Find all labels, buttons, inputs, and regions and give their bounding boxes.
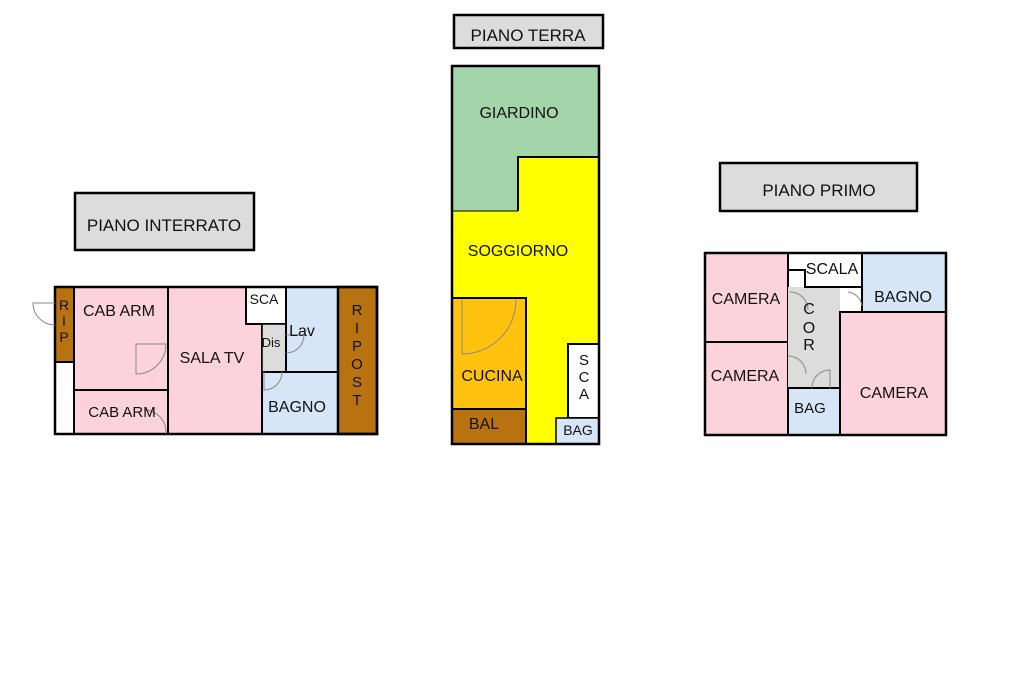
door-dis <box>285 334 305 354</box>
wall-cucina <box>452 297 527 444</box>
svg-text:R: R <box>352 302 363 319</box>
svg-text:C: C <box>803 301 815 318</box>
label-sca-basement: SCA <box>250 291 279 307</box>
label-ripost: R I P O S T <box>351 302 363 409</box>
label-bagno-first: BAGNO <box>874 289 932 306</box>
room-bal <box>452 409 526 444</box>
door-cucina <box>461 299 517 355</box>
label-bag-ground: BAG <box>563 422 593 438</box>
svg-text:S: S <box>579 352 589 369</box>
door-cab-arm-1 <box>135 343 167 375</box>
svg-text:O: O <box>803 320 815 337</box>
label-bag-first: BAG <box>794 400 826 417</box>
basement-outline <box>53 285 379 436</box>
label-bagno-basement: BAGNO <box>268 399 326 416</box>
wall-giardino <box>517 156 599 211</box>
room-soggiorno <box>452 157 599 444</box>
svg-text:O: O <box>351 356 363 373</box>
door-camera-1 <box>789 291 809 311</box>
svg-text:C: C <box>579 369 590 386</box>
door-bagno-first <box>847 291 863 307</box>
label-scala: SCALA <box>806 261 859 278</box>
door-camera-2 <box>787 355 807 375</box>
ground-outline <box>450 64 601 446</box>
label-camera-1: CAMERA <box>712 291 781 308</box>
door-cab-arm-2 <box>143 409 167 433</box>
room-camera-2 <box>704 341 789 436</box>
room-bagno-first <box>861 252 947 313</box>
title-basement: PIANO INTERRATO <box>87 216 241 235</box>
label-dis: Dis <box>262 335 281 350</box>
title-basement-box: PIANO INTERRATO <box>73 191 256 252</box>
title-first-box: PIANO PRIMO <box>718 161 919 213</box>
svg-text:P: P <box>352 338 362 355</box>
title-first: PIANO PRIMO <box>762 181 875 200</box>
room-bagno-basement <box>261 371 339 435</box>
svg-text:R: R <box>803 337 815 354</box>
label-sca-ground: S C A <box>579 352 590 403</box>
title-ground: PIANO TERRA <box>471 26 587 45</box>
label-camera-2: CAMERA <box>711 368 780 385</box>
room-giardino <box>452 66 599 211</box>
svg-text:I: I <box>355 320 359 337</box>
label-lav: Lav <box>289 323 315 340</box>
room-camera-3 <box>839 311 947 436</box>
label-cucina: CUCINA <box>461 368 523 385</box>
title-ground-box: PIANO TERRA <box>452 13 605 50</box>
svg-text:A: A <box>579 386 589 403</box>
room-cor <box>788 287 840 388</box>
svg-text:P: P <box>59 329 68 345</box>
svg-text:R: R <box>59 297 69 313</box>
first-outline <box>703 251 948 437</box>
room-lav <box>285 286 339 373</box>
label-cor: C O R <box>803 301 815 354</box>
label-sala-tv: SALA TV <box>180 350 245 367</box>
svg-text:T: T <box>352 392 361 409</box>
ground-plan: GIARDINO SOGGIORNO CUCINA BAL S C A BAG <box>450 64 601 446</box>
label-giardino: GIARDINO <box>479 105 558 122</box>
door-bagno-basement <box>263 371 283 391</box>
first-plan: SCALA BAGNO C O R CAMERA CAMERA CAMERA B… <box>703 251 948 437</box>
svg-text:I: I <box>62 313 66 329</box>
door-bag-first <box>811 369 831 389</box>
label-camera-3: CAMERA <box>860 385 929 402</box>
svg-text:S: S <box>352 374 362 391</box>
room-dis <box>261 323 287 373</box>
label-rip: R I P <box>59 297 69 345</box>
basement-plan: R I P CAB ARM CAB ARM SALA TV SCA Dis La… <box>32 285 379 436</box>
label-soggiorno: SOGGIORNO <box>468 243 568 260</box>
label-cab-arm-2: CAB ARM <box>88 404 156 421</box>
label-cab-arm-1: CAB ARM <box>83 303 155 320</box>
label-bal: BAL <box>469 416 499 433</box>
room-bag-first <box>787 387 841 436</box>
door-rip <box>32 302 56 326</box>
